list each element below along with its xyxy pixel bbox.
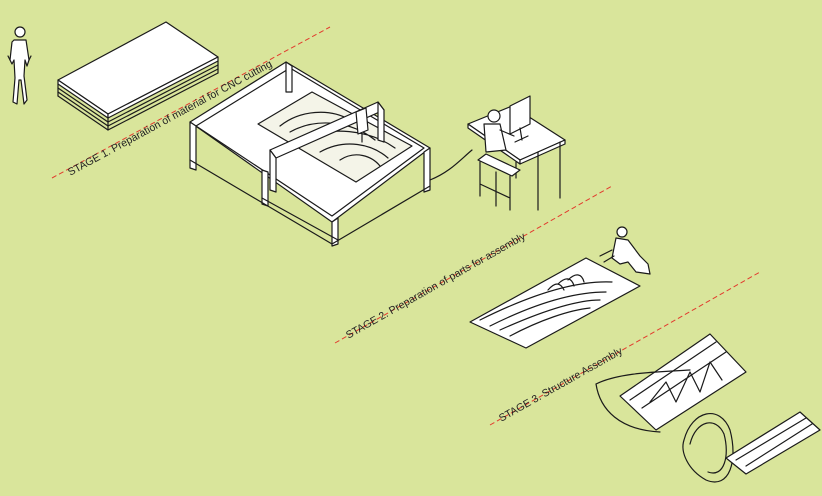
assembled-structure-icon — [596, 334, 820, 482]
operator-at-computer-icon — [468, 96, 565, 210]
material-sheets-stack-icon — [58, 22, 218, 130]
cut-parts-sheet-icon — [470, 258, 640, 348]
kneeling-person-icon — [600, 227, 650, 274]
standing-person-icon — [8, 27, 31, 104]
machine-cable — [430, 150, 472, 180]
